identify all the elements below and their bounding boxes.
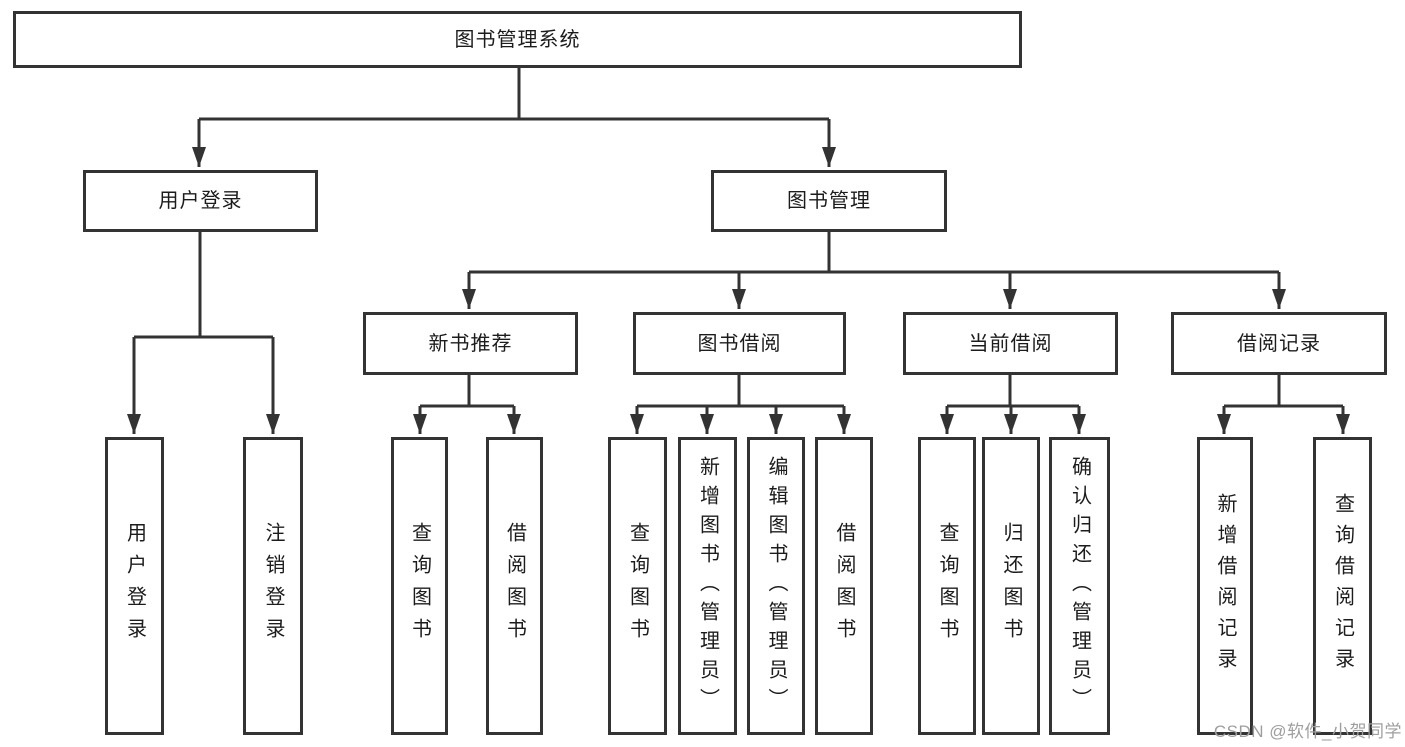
leaf-bb-edit-books-admin: 编辑图书（管理员）: [747, 437, 805, 735]
leaf-label-logout: 注销登录: [262, 522, 284, 650]
leaf-br-query-record: 查询借阅记录: [1313, 437, 1372, 735]
node-borrowing-records: 借阅记录: [1171, 312, 1387, 375]
leaf-cb-query-books: 查询图书: [918, 437, 976, 735]
leaf-label-bb-add-books-admin: 新增图书（管理员）: [696, 455, 719, 717]
connector-current-borrow-trunk: [947, 375, 1079, 408]
node-new-book-recommendation: 新书推荐: [363, 312, 578, 375]
leaf-rec-query-books: 查询图书: [391, 437, 448, 735]
connector-user-login-trunk: [134, 232, 273, 339]
leaf-label-br-query-record: 查询借阅记录: [1331, 493, 1354, 679]
node-label-borrowing-records: 借阅记录: [1237, 332, 1321, 355]
node-current-borrowing: 当前借阅: [903, 312, 1118, 375]
leaf-logout: 注销登录: [243, 437, 303, 735]
leaf-label-cb-query-books: 查询图书: [936, 522, 958, 650]
node-label-book-borrowing: 图书借阅: [697, 332, 782, 355]
leaf-label-user-login: 用户登录: [123, 522, 146, 650]
leaf-bb-query-books: 查询图书: [608, 437, 667, 735]
leaf-label-bb-borrow-books: 借阅图书: [833, 522, 855, 650]
connector-book-borrow-trunk: [637, 375, 844, 408]
connector-borrow-record-trunk: [1224, 375, 1343, 408]
node-library-management-system: 图书管理系统: [13, 11, 1022, 68]
connector-root-trunk: [199, 68, 829, 121]
node-label-root: 图书管理系统: [454, 28, 581, 51]
leaf-bb-add-books-admin: 新增图书（管理员）: [678, 437, 737, 735]
leaf-cb-return-books: 归还图书: [982, 437, 1040, 735]
leaf-label-bb-edit-books-admin: 编辑图书（管理员）: [765, 455, 787, 717]
connector-book-mgmt-trunk: [469, 232, 1279, 274]
connector-new-book-rec-trunk: [420, 375, 514, 408]
node-book-borrowing: 图书借阅: [633, 312, 846, 375]
node-label-current-borrowing: 当前借阅: [968, 332, 1053, 355]
csdn-watermark: CSDN @软件_小贺同学: [1213, 722, 1402, 741]
leaf-label-cb-return-books: 归还图书: [1000, 522, 1022, 650]
leaf-cb-confirm-return-admin: 确认归还（管理员）: [1049, 437, 1110, 735]
leaf-label-rec-query-books: 查询图书: [408, 522, 431, 650]
leaf-label-bb-query-books: 查询图书: [626, 522, 649, 650]
leaf-rec-borrow-books: 借阅图书: [486, 437, 543, 735]
leaf-bb-borrow-books: 借阅图书: [815, 437, 873, 735]
node-label-book-management: 图书管理: [787, 190, 871, 212]
node-label-new-book-recommendation: 新书推荐: [428, 332, 513, 355]
leaf-label-br-add-record: 新增借阅记录: [1214, 493, 1236, 679]
leaf-user-login: 用户登录: [105, 437, 164, 735]
node-book-management: 图书管理: [711, 170, 947, 232]
leaf-br-add-record: 新增借阅记录: [1197, 437, 1253, 735]
leaf-label-cb-confirm-return-admin: 确认归还（管理员）: [1068, 455, 1091, 717]
node-label-user-login: 用户登录: [158, 190, 243, 212]
leaf-label-rec-borrow-books: 借阅图书: [503, 522, 526, 650]
node-user-login: 用户登录: [83, 170, 318, 232]
